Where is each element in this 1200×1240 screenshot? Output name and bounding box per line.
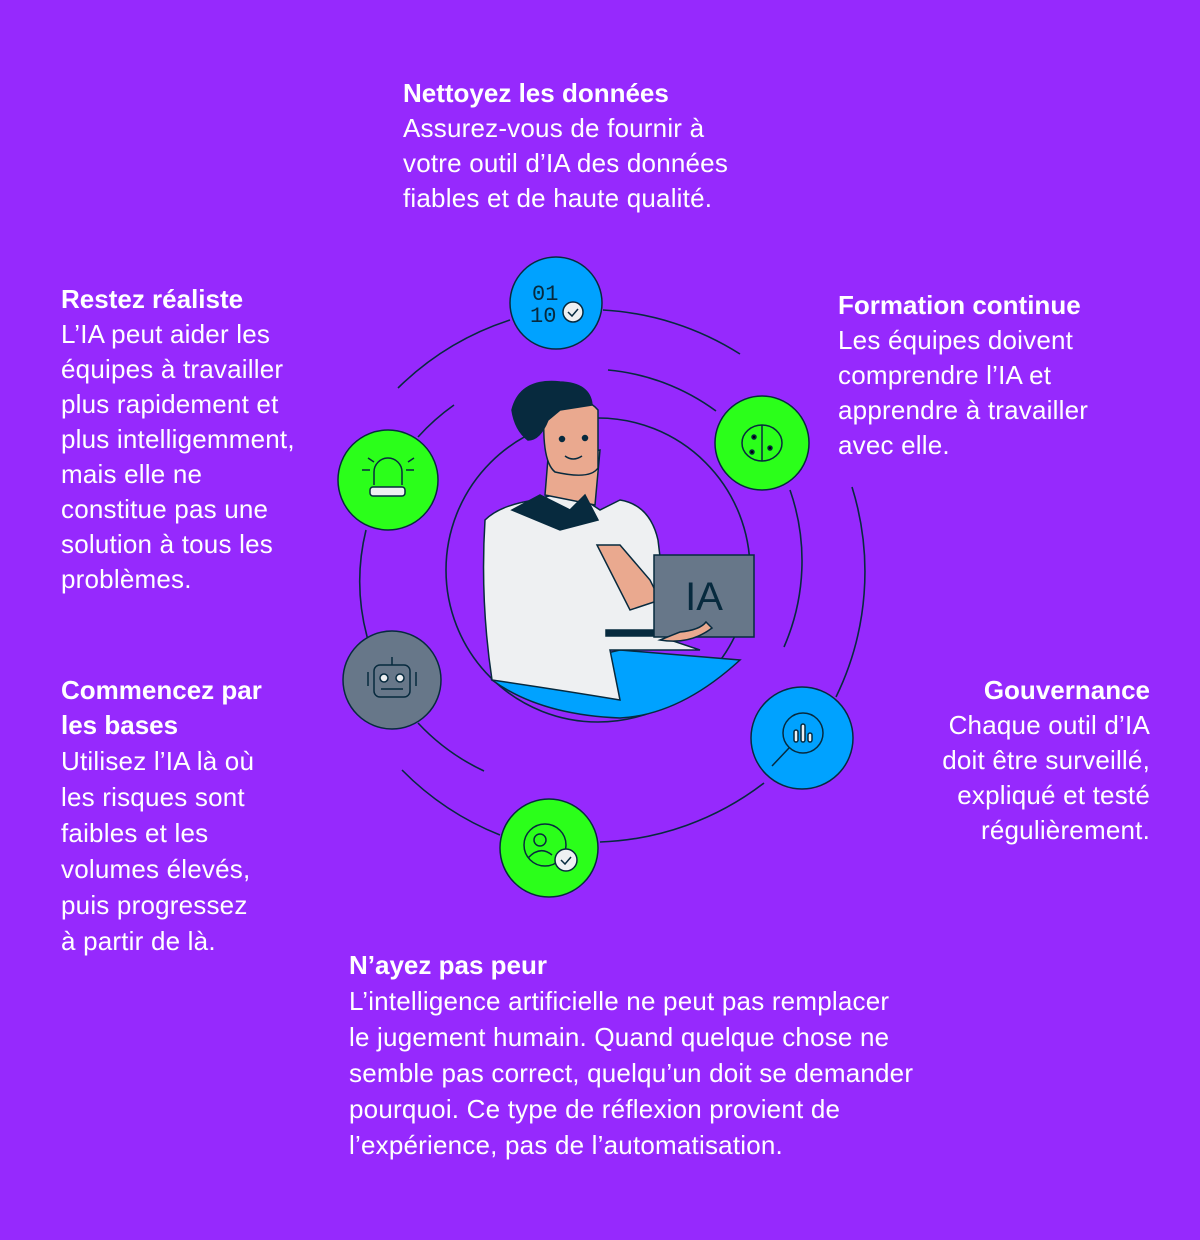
section-line: volumes élevés, — [61, 854, 251, 884]
alarm-light-icon — [337, 429, 439, 531]
outer-ring-arc — [602, 309, 741, 355]
section-line: pourquoi. Ce type de réflexion provient … — [349, 1094, 841, 1124]
section-line: Les équipes doivent — [838, 325, 1074, 355]
middle-ring-arc — [607, 369, 717, 412]
section-no-fear: N’ayez pas peur L’intelligence artificie… — [349, 948, 913, 1163]
magnifier-chart-icon — [750, 686, 854, 790]
outer-ring-arc — [397, 319, 511, 389]
brain-icon — [714, 395, 810, 491]
laptop-label: IA — [685, 575, 723, 619]
section-governance: Gouvernance Chaque outil d’IA doit être … — [942, 673, 1150, 848]
section-line: apprendre à travailler — [838, 395, 1089, 425]
section-line: équipes à travailler — [61, 354, 284, 384]
middle-ring-arc — [359, 529, 369, 641]
user-check-icon — [499, 798, 599, 898]
section-line: comprendre l’IA et — [838, 360, 1052, 390]
section-line: problèmes. — [61, 564, 192, 594]
section-title: N’ayez pas peur — [349, 950, 547, 980]
section-title: Nettoyez les données — [403, 78, 669, 108]
section-line: avec elle. — [838, 430, 950, 460]
section-line: mais elle ne — [61, 459, 203, 489]
svg-text:01: 01 — [532, 282, 558, 307]
section-clean-data: Nettoyez les données Assurez-vous de fou… — [403, 76, 728, 216]
section-title: les bases — [61, 710, 179, 740]
section-line: solution à tous les — [61, 529, 273, 559]
section-line: plus rapidement et — [61, 389, 279, 419]
outer-ring-arc — [835, 486, 866, 698]
section-line: plus intelligemment, — [61, 424, 295, 454]
section-line: L’IA peut aider les — [61, 319, 271, 349]
section-line: doit être surveillé, — [942, 745, 1150, 775]
section-title: Gouvernance — [983, 675, 1150, 705]
section-realistic: Restez réaliste L’IA peut aider les équi… — [61, 282, 295, 597]
outer-ring-arc — [599, 782, 765, 843]
section-line: puis progressez — [61, 890, 248, 920]
section-line: Assurez-vous de fournir à — [403, 113, 705, 143]
section-basics: Commencez par les bases Utilisez l’IA là… — [61, 673, 262, 959]
section-line: Chaque outil d’IA — [948, 710, 1150, 740]
section-line: à partir de là. — [61, 926, 216, 956]
section-line: semble pas correct, quelqu’un doit se de… — [349, 1058, 914, 1088]
section-line: régulièrement. — [981, 815, 1150, 845]
section-line: constitue pas une — [61, 494, 269, 524]
section-line: le jugement humain. Quand quelque chose … — [349, 1022, 890, 1052]
section-title: Commencez par — [61, 675, 262, 705]
binary-check-icon: 01 10 — [509, 256, 603, 350]
middle-ring-arc — [783, 489, 803, 648]
person-illustration — [482, 380, 755, 719]
section-line: fiables et de haute qualité. — [403, 183, 713, 213]
robot-icon — [342, 630, 442, 730]
section-title: Restez réaliste — [61, 284, 244, 314]
section-training: Formation continue Les équipes doivent c… — [838, 288, 1088, 463]
section-line: les risques sont — [61, 782, 245, 812]
section-line: Utilisez l’IA là où — [61, 746, 255, 776]
section-line: faibles et les — [61, 818, 209, 848]
section-line: expliqué et testé — [957, 780, 1150, 810]
section-title: Formation continue — [838, 290, 1081, 320]
svg-text:10: 10 — [530, 304, 556, 329]
section-line: votre outil d’IA des données — [403, 148, 729, 178]
outer-ring-arc — [401, 769, 501, 836]
middle-ring-arc — [417, 722, 485, 772]
section-line: L’intelligence artificielle ne peut pas … — [349, 986, 890, 1016]
section-line: l’expérience, pas de l’automatisation. — [349, 1130, 783, 1160]
middle-ring-arc — [417, 404, 455, 438]
